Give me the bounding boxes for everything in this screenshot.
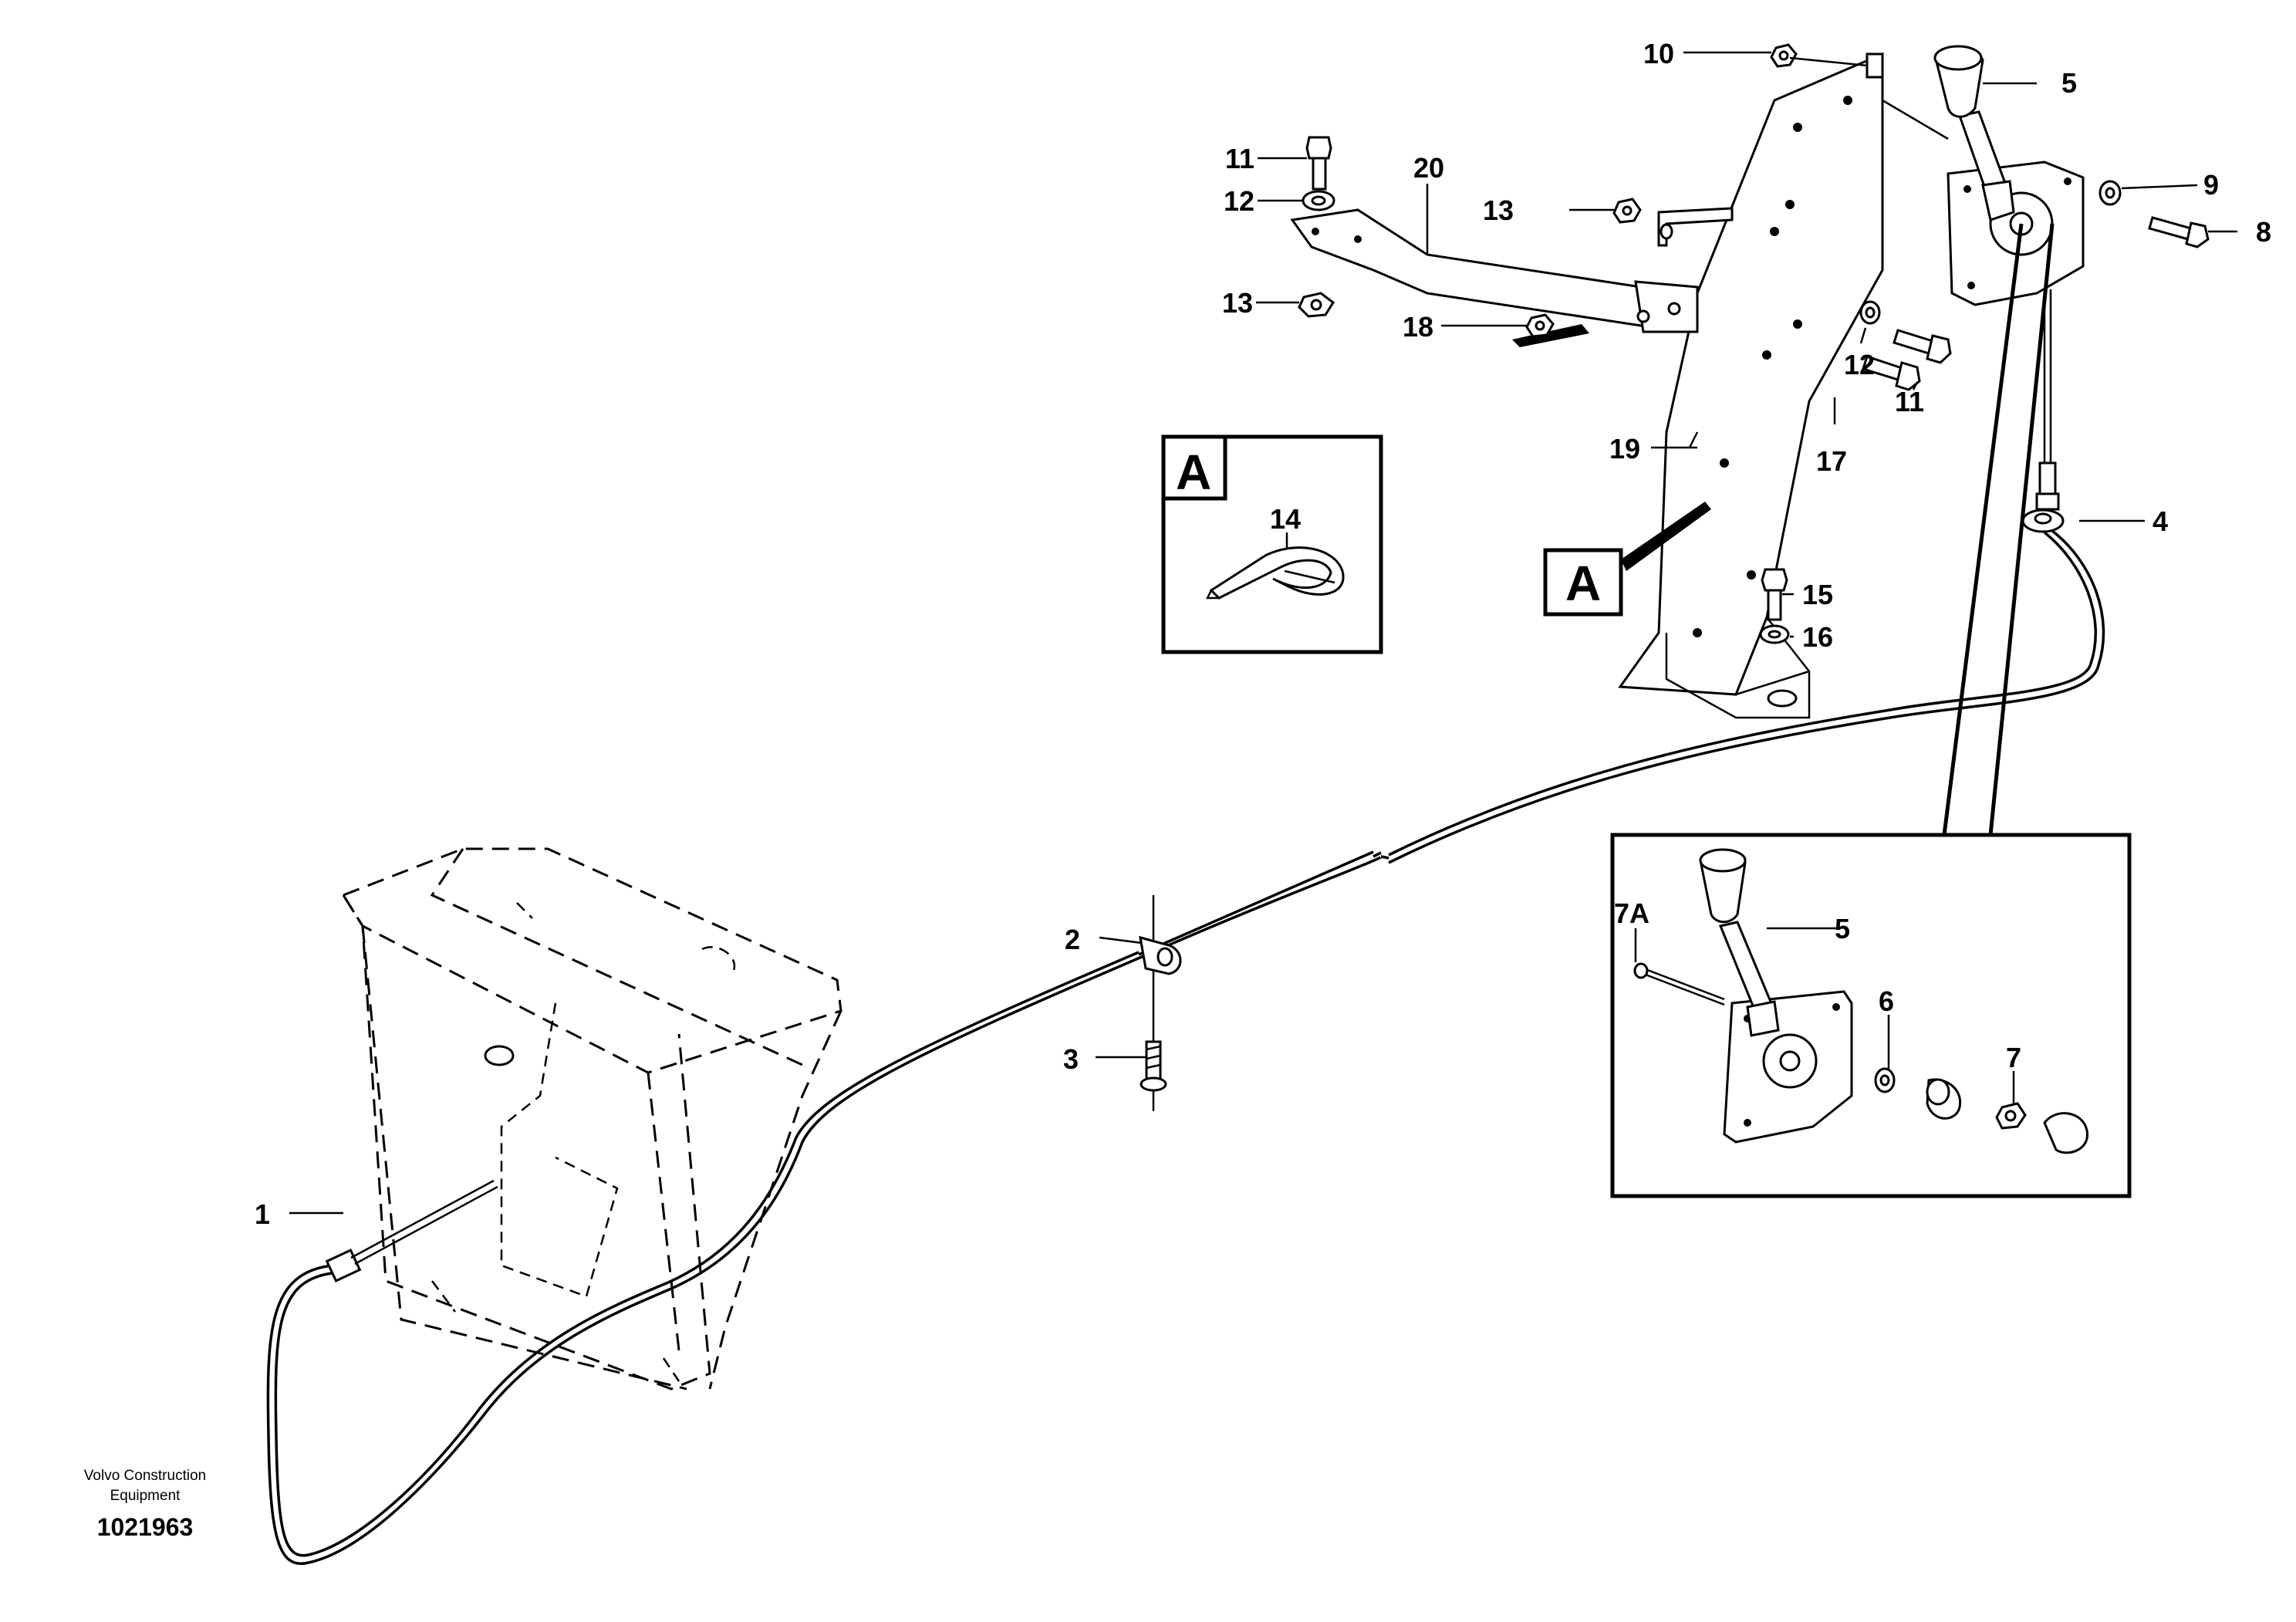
label-11-top: 11 [1225, 143, 1254, 174]
label-6: 6 [1879, 985, 1894, 1017]
detail-a-letter: A [1176, 444, 1211, 500]
control-lever [1933, 45, 2085, 533]
label-5: 5 [2061, 67, 2077, 99]
hardware [1298, 43, 2210, 644]
label-19: 19 [1609, 433, 1640, 465]
label-13-top: 13 [1483, 194, 1514, 226]
label-16: 16 [1802, 621, 1833, 653]
company-line-1: Volvo Construction [84, 1468, 206, 1484]
label-1: 1 [255, 1198, 270, 1230]
exploded-view-box [1610, 223, 2132, 1198]
control-cable [266, 529, 2105, 1566]
drawing-number: 1021963 [97, 1513, 194, 1541]
label-7a: 7A [1614, 897, 1649, 929]
label-8: 8 [2256, 216, 2271, 248]
mounting-bracket [1618, 52, 1884, 719]
label-7: 7 [2006, 1042, 2021, 1073]
label-4: 4 [2152, 505, 2168, 537]
label-18: 18 [1403, 311, 1433, 343]
label-12-top: 12 [1224, 185, 1254, 217]
label-10: 10 [1643, 38, 1674, 69]
detail-a-callout-letter: A [1565, 556, 1601, 611]
phantom-bracket [341, 847, 842, 1391]
label-5-detail: 5 [1835, 913, 1850, 944]
leader-lines [289, 51, 2237, 1215]
label-13-left: 13 [1222, 287, 1253, 319]
label-2: 2 [1065, 924, 1080, 955]
cable-clamp [1139, 895, 1182, 1111]
label-14: 14 [1270, 503, 1301, 535]
company-line-2: Equipment [110, 1488, 181, 1504]
footer: Volvo Construction Equipment 1021963 [84, 1468, 206, 1541]
detail-a-callout [1543, 502, 1711, 617]
label-9: 9 [2203, 169, 2219, 201]
label-20: 20 [1413, 152, 1444, 184]
label-17: 17 [1816, 445, 1847, 477]
arm-bracket [1290, 207, 1734, 347]
part-labels: 1 2 3 4 5 5 6 7 7A 8 9 10 11 11 12 12 13… [255, 38, 2271, 1230]
detail-a-box [1161, 434, 1383, 654]
label-11-right: 11 [1895, 386, 1924, 417]
label-3: 3 [1063, 1043, 1079, 1075]
label-15: 15 [1802, 579, 1833, 610]
label-12-right: 12 [1844, 349, 1875, 380]
